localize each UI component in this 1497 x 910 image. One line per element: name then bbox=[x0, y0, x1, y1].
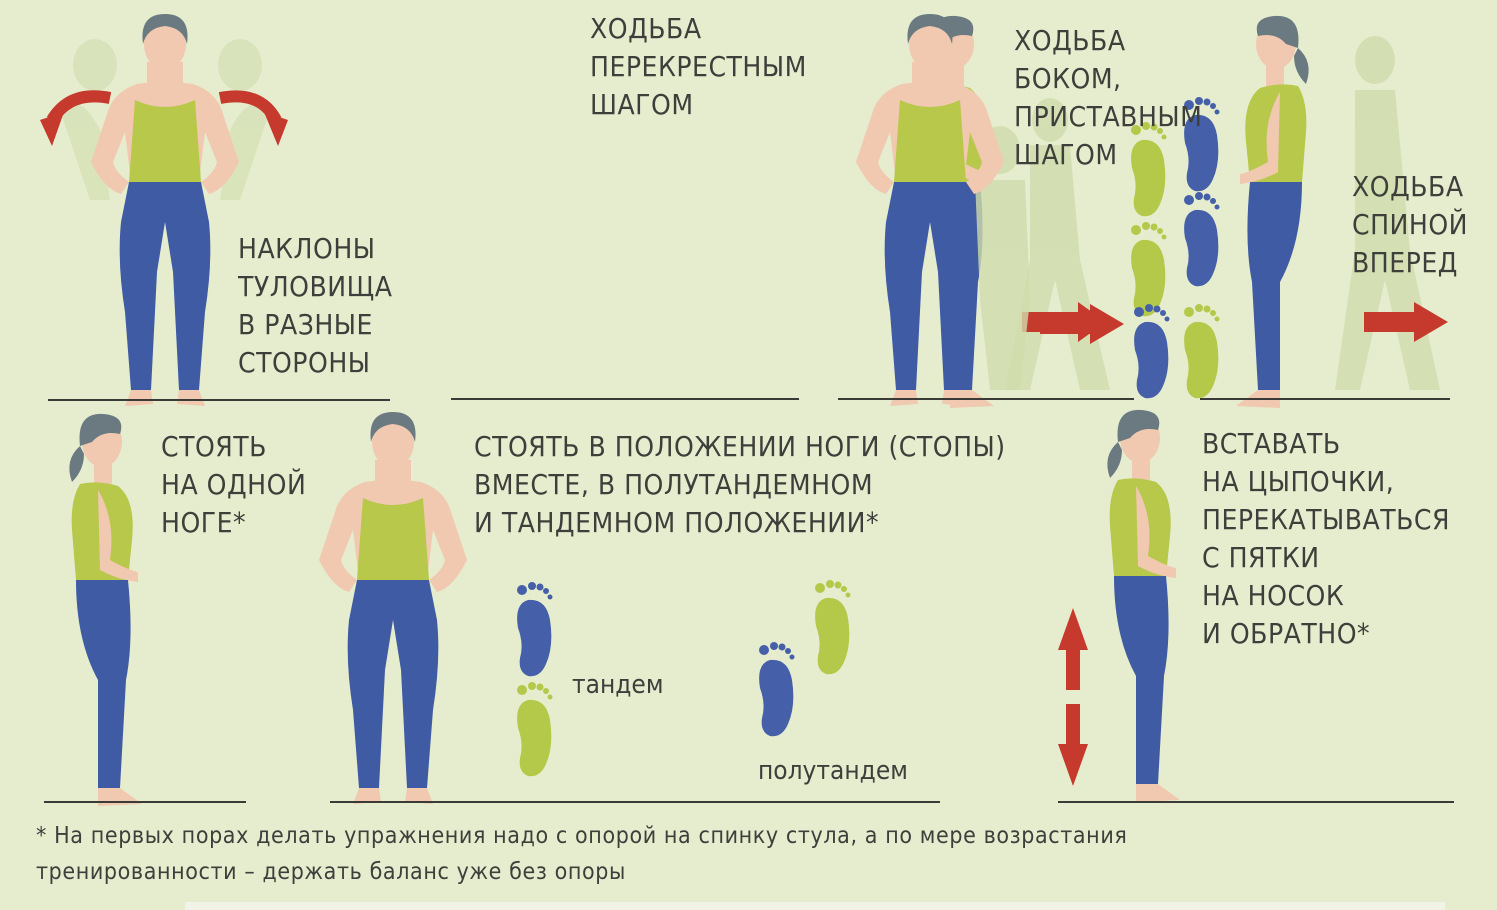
ground-line bbox=[44, 801, 246, 803]
ground-line bbox=[838, 398, 1134, 400]
footnote: * На первых порах делать упражнения надо… bbox=[36, 818, 1127, 890]
ground-line bbox=[1058, 801, 1454, 803]
back-arrow bbox=[1364, 302, 1448, 342]
one-leg-label: СТОЯТЬ НА ОДНОЙ НОГЕ* bbox=[161, 430, 307, 539]
right-bend-arrow bbox=[218, 90, 282, 124]
bends-illustration bbox=[40, 14, 288, 406]
footnote-line: тренированности – держать баланс уже без… bbox=[36, 859, 626, 885]
tiptoe-illustration bbox=[1058, 409, 1180, 802]
semitandem-caption: полутандем bbox=[758, 756, 908, 786]
ground-line bbox=[1200, 398, 1450, 400]
side-walk-illustration bbox=[856, 14, 1124, 406]
tandem-caption: тандем bbox=[572, 670, 664, 700]
ground-line bbox=[451, 398, 799, 400]
ground-line bbox=[48, 399, 390, 401]
side-walk-label: ХОДЬБА БОКОМ, ПРИСТАВНЫМ ШАГОМ bbox=[1014, 24, 1203, 171]
back-walk-label: ХОДЬБА СПИНОЙ ВПЕРЕД bbox=[1352, 170, 1468, 279]
cross-walk-label: ХОДЬБА ПЕРЕКРЕСТНЫМ ШАГОМ bbox=[590, 12, 807, 121]
feet-positions-label: СТОЯТЬ В ПОЛОЖЕНИИ НОГИ (СТОПЫ) ВМЕСТЕ, … bbox=[474, 430, 1006, 539]
bottom-strip bbox=[185, 902, 1445, 910]
up-down-arrows bbox=[1058, 608, 1088, 786]
footnote-line: * На первых порах делать упражнения надо… bbox=[36, 823, 1128, 849]
tiptoe-label: ВСТАВАТЬ НА ЦЫПОЧКИ, ПЕРЕКАТЫВАТЬСЯ С ПЯ… bbox=[1202, 427, 1450, 650]
back-walk-illustration bbox=[1236, 15, 1448, 409]
ground-line bbox=[330, 801, 940, 803]
woman-tiptoe-figure bbox=[1107, 409, 1180, 802]
side-arrow bbox=[1040, 304, 1124, 344]
bends-label: НАКЛОНЫ ТУЛОВИЩА В РАЗНЫЕ СТОРОНЫ bbox=[238, 232, 393, 379]
